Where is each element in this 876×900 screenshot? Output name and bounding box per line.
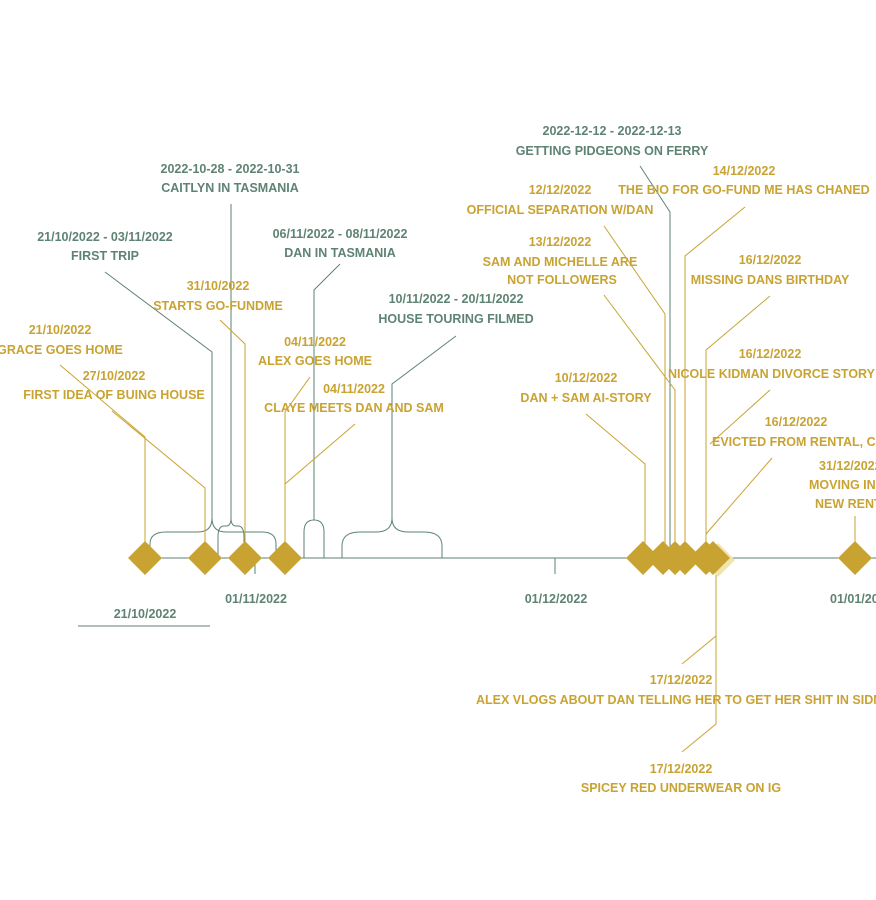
event-connector	[705, 295, 771, 544]
event-marker[interactable]	[668, 541, 702, 575]
event-connector	[284, 376, 311, 544]
event-marker[interactable]	[228, 541, 262, 575]
event-label: 12/12/2022 OFFICIAL SEPARATION W/DAN	[467, 183, 654, 217]
event-marker[interactable]	[689, 541, 723, 575]
axis-label: 21/10/2022	[114, 607, 177, 621]
event-marker[interactable]	[626, 541, 660, 575]
range-label: 06/11/2022 - 08/11/2022 DAN IN TASMANIA	[273, 227, 408, 260]
range-label: 2022-12-12 - 2022-12-13 GETTING PIDGEONS…	[516, 124, 709, 158]
svg-text:MOVING IN: MOVING IN	[809, 478, 876, 492]
axis-label: 01/12/2022	[525, 592, 588, 606]
event-label: 17/12/2022 SPICEY RED UNDERWEAR ON IG	[581, 762, 781, 795]
event-label: 16/12/2022 EVICTED FROM RENTAL, CA	[712, 415, 876, 449]
svg-text:17/12/2022: 17/12/2022	[650, 673, 713, 687]
svg-text:31/10/2022: 31/10/2022	[187, 279, 250, 293]
svg-text:GRACE GOES HOME: GRACE GOES HOME	[0, 343, 123, 357]
range-connector	[104, 271, 213, 518]
event-label: 17/12/2022 ALEX VLOGS ABOUT DAN TELLING …	[476, 673, 876, 707]
svg-text:EVICTED FROM RENTAL, CA: EVICTED FROM RENTAL, CA	[712, 435, 876, 449]
event-label: 16/12/2022 NICOLE KIDMAN DIVORCE STORY	[668, 347, 876, 381]
svg-text:HOUSE TOURING FILMED: HOUSE TOURING FILMED	[378, 312, 533, 326]
event-label: 14/12/2022 THE BIO FOR GO-FUND ME HAS CH…	[618, 164, 869, 197]
range-connector	[313, 263, 341, 520]
svg-text:MISSING DANS BIRTHDAY: MISSING DANS BIRTHDAY	[691, 273, 850, 287]
event-connector	[681, 636, 717, 753]
svg-text:NEW RENT: NEW RENT	[815, 497, 876, 511]
event-connector	[684, 206, 746, 544]
event-marker[interactable]	[268, 541, 302, 575]
svg-text:STARTS GO-FUNDME: STARTS GO-FUNDME	[153, 299, 283, 313]
svg-text:16/12/2022: 16/12/2022	[739, 347, 802, 361]
svg-text:16/12/2022: 16/12/2022	[765, 415, 828, 429]
svg-text:CAITLYN IN TASMANIA: CAITLYN IN TASMANIA	[161, 181, 299, 195]
event-marker[interactable]	[128, 541, 162, 575]
event-connector	[59, 364, 146, 544]
event-connector	[603, 294, 676, 544]
svg-text:06/11/2022 - 08/11/2022: 06/11/2022 - 08/11/2022	[273, 227, 408, 241]
event-label: 04/11/2022 CLAYE MEETS DAN AND SAM	[264, 382, 444, 415]
svg-text:16/12/2022: 16/12/2022	[739, 253, 802, 267]
axis-label: 01/11/2022	[225, 592, 287, 606]
svg-text:31/12/2022: 31/12/2022	[819, 459, 876, 473]
svg-text:14/12/2022: 14/12/2022	[713, 164, 776, 178]
svg-text:21/10/2022 - 03/11/2022: 21/10/2022 - 03/11/2022	[37, 230, 173, 244]
svg-text:THE BIO FOR GO-FUND ME HAS CHA: THE BIO FOR GO-FUND ME HAS CHANED	[618, 183, 869, 197]
svg-text:2022-10-28 - 2022-10-31: 2022-10-28 - 2022-10-31	[161, 162, 300, 176]
event-label: 21/10/2022 GRACE GOES HOME	[0, 323, 123, 357]
svg-text:2022-12-12 - 2022-12-13: 2022-12-12 - 2022-12-13	[543, 124, 682, 138]
event-connector	[705, 457, 773, 535]
svg-text:DAN + SAM AI-STORY: DAN + SAM AI-STORY	[520, 391, 652, 405]
svg-text:SPICEY RED UNDERWEAR ON IG: SPICEY RED UNDERWEAR ON IG	[581, 781, 781, 795]
svg-text:10/11/2022 - 20/11/2022: 10/11/2022 - 20/11/2022	[389, 292, 524, 306]
event-connector	[681, 574, 717, 665]
event-label: 04/11/2022 ALEX GOES HOME	[258, 335, 372, 368]
event-connector	[709, 389, 771, 445]
svg-text:GETTING PIDGEONS ON FERRY: GETTING PIDGEONS ON FERRY	[516, 144, 709, 158]
svg-text:DAN IN TASMANIA: DAN IN TASMANIA	[284, 246, 396, 260]
range-label: 2022-10-28 - 2022-10-31 CAITLYN IN TASMA…	[161, 162, 300, 195]
svg-text:SAM AND MICHELLE ARE: SAM AND MICHELLE ARE	[483, 255, 638, 269]
range-connector	[391, 335, 457, 518]
svg-text:04/11/2022: 04/11/2022	[323, 382, 385, 396]
range-label: 21/10/2022 - 03/11/2022 FIRST TRIP	[37, 230, 173, 263]
svg-text:27/10/2022: 27/10/2022	[83, 369, 146, 383]
range-bracket	[341, 517, 443, 558]
event-connector	[111, 410, 206, 544]
svg-text:04/11/2022: 04/11/2022	[284, 335, 346, 349]
event-label: 31/12/2022 MOVING IN NEW RENT	[809, 459, 876, 511]
event-markers	[128, 541, 872, 577]
axis-label: 01/01/2023	[830, 592, 876, 606]
event-marker[interactable]	[188, 541, 222, 575]
event-label: 13/12/2022 SAM AND MICHELLE ARE NOT FOLL…	[483, 235, 638, 287]
event-label: 10/12/2022 DAN + SAM AI-STORY	[520, 371, 652, 405]
svg-text:NOT FOLLOWERS: NOT FOLLOWERS	[507, 273, 617, 287]
svg-text:12/12/2022: 12/12/2022	[529, 183, 592, 197]
svg-text:10/12/2022: 10/12/2022	[555, 371, 618, 385]
range-bracket	[303, 519, 325, 558]
svg-text:FIRST IDEA OF BUING HOUSE: FIRST IDEA OF BUING HOUSE	[23, 388, 205, 402]
event-connector	[603, 225, 666, 544]
range-label: 10/11/2022 - 20/11/2022 HOUSE TOURING FI…	[378, 292, 533, 326]
svg-text:CLAYE MEETS DAN AND SAM: CLAYE MEETS DAN AND SAM	[264, 401, 444, 415]
event-marker[interactable]	[838, 541, 872, 575]
svg-text:ALEX VLOGS ABOUT DAN TELLING H: ALEX VLOGS ABOUT DAN TELLING HER TO GET …	[476, 693, 876, 707]
svg-text:OFFICIAL SEPARATION W/DAN: OFFICIAL SEPARATION W/DAN	[467, 203, 654, 217]
event-connector	[219, 319, 246, 544]
svg-text:13/12/2022: 13/12/2022	[529, 235, 592, 249]
event-label: 27/10/2022 FIRST IDEA OF BUING HOUSE	[23, 369, 205, 402]
event-connector	[585, 413, 646, 544]
range-connector	[639, 165, 671, 548]
event-label: 31/10/2022 STARTS GO-FUNDME	[153, 279, 283, 313]
event-label: 16/12/2022 MISSING DANS BIRTHDAY	[691, 253, 850, 287]
svg-text:NICOLE KIDMAN DIVORCE STORY: NICOLE KIDMAN DIVORCE STORY	[668, 367, 876, 381]
svg-text:ALEX GOES HOME: ALEX GOES HOME	[258, 354, 372, 368]
event-connector	[284, 423, 356, 485]
svg-text:FIRST TRIP: FIRST TRIP	[71, 249, 139, 263]
svg-text:21/10/2022: 21/10/2022	[29, 323, 92, 337]
svg-text:17/12/2022: 17/12/2022	[650, 762, 713, 776]
